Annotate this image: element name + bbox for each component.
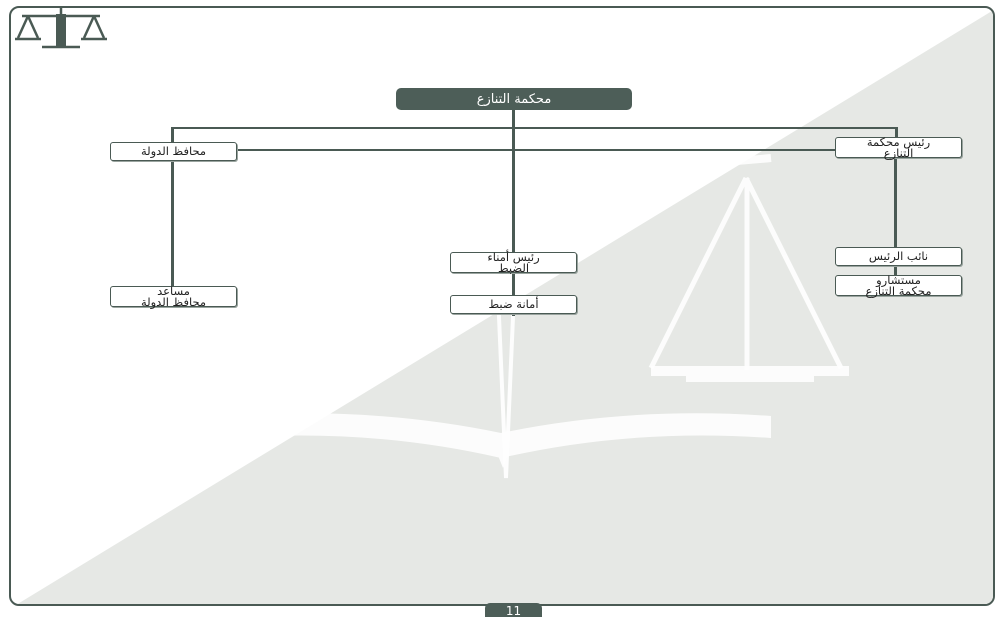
connector-left-drop	[171, 127, 174, 142]
node-court-president: رئيس محكمة التنازع	[835, 136, 962, 158]
root-node: محكمة التنازع	[396, 88, 632, 110]
node-assistant-commissioner: مساعد محافظ الدولة	[110, 285, 237, 307]
connector-root-down	[512, 110, 515, 130]
node-vice-president: نائب الرئيس	[835, 247, 962, 266]
scales-of-justice-icon	[15, 8, 107, 49]
connector-top-horizontal	[172, 127, 898, 129]
node-court-counselors: مستشارو محكمة التنازع	[835, 274, 962, 296]
connector-mid-horizontal	[236, 149, 836, 151]
connector-center-vertical	[512, 129, 515, 316]
connector-right-drop	[895, 127, 898, 137]
node-registry: أمانة ضبط	[450, 295, 577, 314]
node-state-commissioner: محافظ الدولة	[110, 142, 237, 161]
page-number: 11	[485, 603, 542, 618]
connector-right-vertical	[894, 157, 897, 277]
connector-left-vertical	[171, 161, 174, 287]
node-chief-clerks: رئيس أمناء الضبط	[450, 251, 577, 273]
